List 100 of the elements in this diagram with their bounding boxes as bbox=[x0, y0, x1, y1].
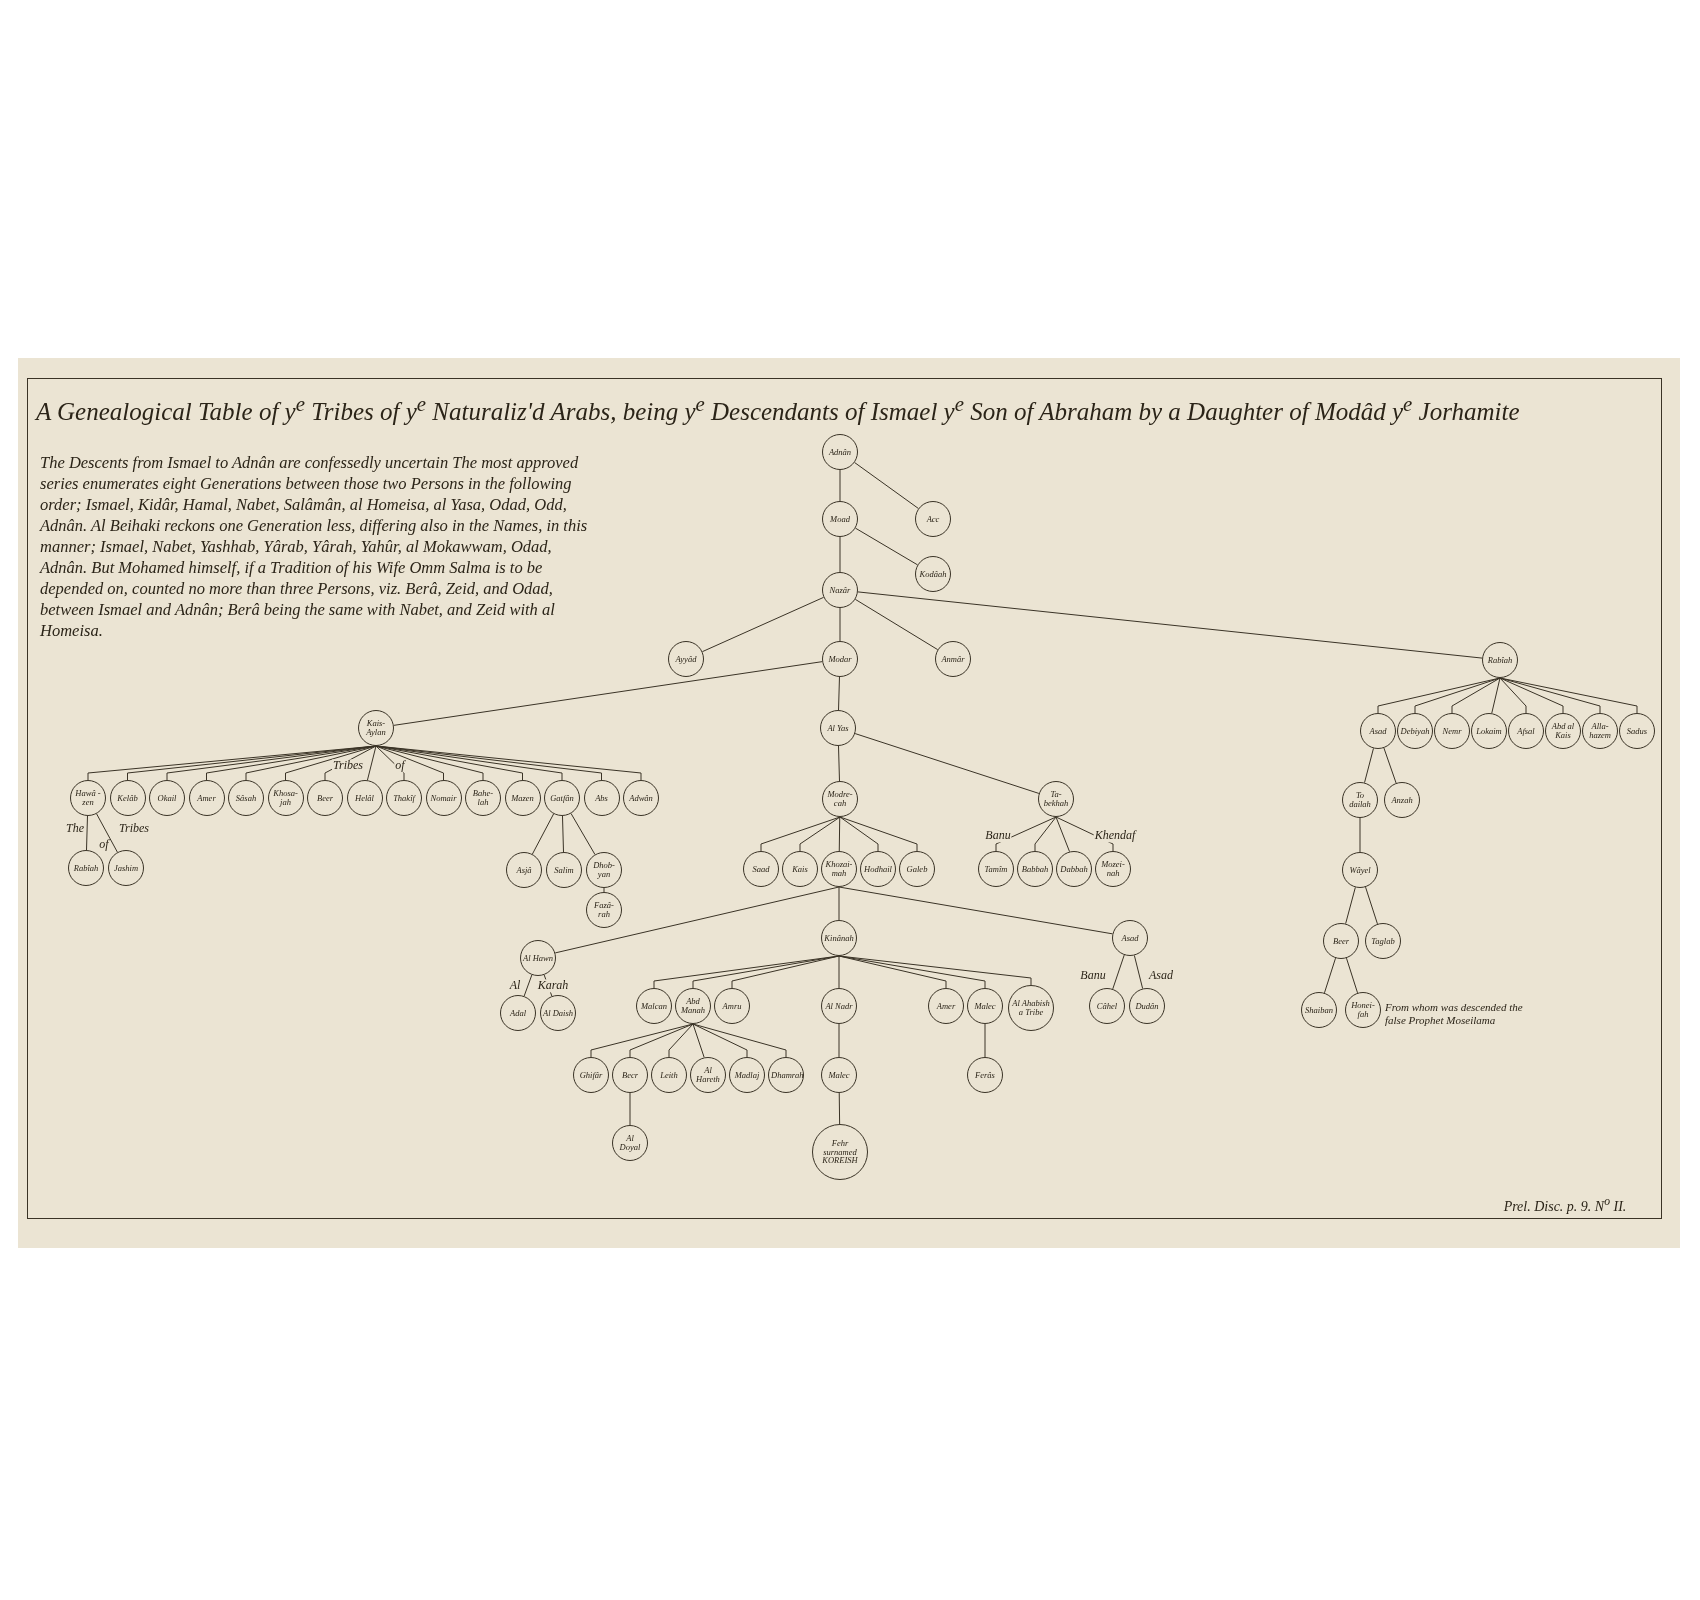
ancestor-name: Mozei- nah bbox=[1100, 860, 1126, 878]
ancestor-name: Amru bbox=[721, 1001, 743, 1011]
lineage-line bbox=[1499, 677, 1527, 714]
lineage-line bbox=[1359, 817, 1361, 853]
ancestor-name: Anzah bbox=[1390, 795, 1414, 805]
ancestor-name: Honei- fah bbox=[1350, 1001, 1376, 1019]
ancestor-name: Nemr bbox=[1441, 726, 1463, 736]
lineage-line bbox=[1499, 677, 1564, 714]
lineage-line bbox=[854, 598, 939, 651]
lineage-line bbox=[393, 661, 823, 726]
title: A Genealogical Table of y$^{e}$ Tribes of y$^{e}$ Naturaliz'd Arabs, being y$^{e}$ Descendants of Ismael y$^{e}$ Son of Abraham by a Daughter of Modâd y$^{e}$ Jorhamite bbox=[36, 392, 1521, 427]
lineage-line bbox=[701, 596, 825, 653]
tree-annotation: Karah bbox=[536, 979, 570, 993]
lineage-line bbox=[285, 745, 377, 781]
ancestor-name: Beer bbox=[1331, 936, 1350, 946]
ancestor-name: Malec bbox=[973, 1001, 997, 1011]
lineage-line bbox=[984, 1023, 986, 1058]
lineage-line bbox=[854, 462, 919, 509]
lineage-line bbox=[629, 1023, 694, 1058]
ancestor-name: Moad bbox=[829, 514, 851, 524]
ancestor-name: Ayyâd bbox=[674, 654, 698, 664]
ancestor-name: Fazâ- rah bbox=[593, 901, 615, 919]
lineage-line bbox=[799, 816, 841, 852]
ancestor-name: Al Hareth bbox=[695, 1066, 721, 1084]
ancestor-name: Al Hawn bbox=[523, 953, 553, 963]
ancestor-name: Ta- bekhah bbox=[1042, 790, 1070, 808]
ancestor-name: Lokaim bbox=[1475, 726, 1503, 736]
lineage-line bbox=[692, 1023, 705, 1058]
ancestor-name: Afsal bbox=[1516, 726, 1536, 736]
lineage-line bbox=[1364, 747, 1374, 784]
ancestor-name: Khozai- mah bbox=[824, 860, 854, 878]
ancestor-name: Anmâr bbox=[940, 654, 966, 664]
introductory-note: The Descents from Ismael to Adnân are confessedly uncertain The most approved series enumerates eight Generations between those two Persons in the following order; Ismael, Kidâr, Hamal, Nabet, Salâmân, al Homeisa, al Yasa, Odad, Odd, Adnân. Al Beihaki reckons one Generation less, differing also in the Names, in this manner; Ismael, Nabet, Yashhab, Yârab, Yârah, Yahûr, al Mokawwam, Odad, Adnân. But Mohamed himself, if a Tradition of his Wife Omm Salma is to be depended on, counted no more than three Persons, viz. Berâ, Zeid, and Odad, between Ismael and Adnân; Berâ being the same with Nabet, and Zeid with al Homeisa. bbox=[40, 452, 589, 641]
lineage-line bbox=[1034, 816, 1057, 852]
ancestor-name: Al Daish bbox=[543, 1008, 573, 1018]
tree-annotation: Banu bbox=[984, 829, 1012, 843]
ancestor-name: Rabîah bbox=[1486, 655, 1514, 665]
ancestor-name: Rabîah bbox=[72, 863, 100, 873]
ancestor-name: Helâl bbox=[354, 793, 375, 803]
ancestor-name: Babbah bbox=[1020, 864, 1050, 874]
lineage-line bbox=[854, 733, 1040, 794]
ancestor-name: Hawâ -zen bbox=[74, 789, 102, 807]
lineage-line bbox=[1133, 954, 1144, 990]
ancestor-name: Kelâb bbox=[116, 793, 139, 803]
ancestor-name: Saad bbox=[751, 864, 771, 874]
ancestor-name: Asad bbox=[1368, 726, 1388, 736]
note-text: From whom was descended the false Prophet Moseilama bbox=[1385, 1001, 1524, 1027]
lineage-line bbox=[839, 536, 841, 573]
ancestor-name: Taglab bbox=[1370, 936, 1396, 946]
ancestor-name: Ferâs bbox=[974, 1070, 996, 1080]
ancestor-name: Abs bbox=[594, 793, 609, 803]
ancestor-name: Shaiban bbox=[1304, 1005, 1334, 1015]
ancestor-name: Kodâah bbox=[918, 569, 948, 579]
ancestor-name: Thakîf bbox=[392, 793, 417, 803]
lineage-line bbox=[629, 1092, 631, 1126]
ancestor-name: Khosa- jah bbox=[272, 789, 299, 807]
lineage-line bbox=[1383, 747, 1397, 784]
lineage-line bbox=[839, 607, 841, 642]
lineage-line bbox=[570, 813, 596, 855]
ancestor-name: Malec bbox=[827, 1070, 851, 1080]
ancestor-name: Alla- hazem bbox=[1588, 722, 1612, 740]
lineage-line bbox=[554, 886, 840, 954]
ancestor-name: Nomair bbox=[429, 793, 458, 803]
lineage-line bbox=[839, 816, 879, 852]
lineage-line bbox=[838, 1092, 841, 1125]
ancestor-name: Kais- Aylan bbox=[365, 719, 387, 737]
lineage-line bbox=[760, 816, 841, 852]
ancestor-name: Dhamrah bbox=[771, 1070, 801, 1080]
lineage-line bbox=[838, 816, 841, 852]
ancestor-name: Becr bbox=[620, 1070, 639, 1080]
ancestor-name: Adnân bbox=[827, 447, 853, 457]
ancestor-name: Gatfân bbox=[549, 793, 575, 803]
lineage-line bbox=[366, 745, 377, 781]
lineage-line bbox=[838, 676, 840, 711]
ancestor-name: Mazen bbox=[510, 793, 535, 803]
ancestor-name: Galeb bbox=[905, 864, 929, 874]
ancestor-name: Bahe- lah bbox=[471, 789, 495, 807]
ancestor-name: Dudân bbox=[1134, 1001, 1160, 1011]
lineage-line bbox=[562, 815, 564, 853]
lineage-line bbox=[1345, 957, 1359, 994]
lineage-line bbox=[839, 469, 841, 502]
lineage-line bbox=[1112, 954, 1125, 990]
ancestor-name: Adal bbox=[508, 1008, 528, 1018]
lineage-line bbox=[838, 1023, 840, 1058]
ancestor-name: Malcan bbox=[640, 1001, 668, 1011]
lineage-line bbox=[838, 886, 840, 921]
ancestor-name: Amer bbox=[935, 1001, 957, 1011]
ancestor-name: Nazâr bbox=[828, 585, 852, 595]
lineage-line bbox=[857, 591, 1483, 659]
ancestor-name: Fehr surnamed KOREISH bbox=[821, 1138, 859, 1166]
tree-annotation: of bbox=[98, 838, 110, 852]
lineage-line bbox=[96, 813, 118, 853]
ancestor-name: Adwân bbox=[628, 793, 654, 803]
ancestor-name: Al Doyal bbox=[618, 1134, 642, 1152]
ancestor-name: Beer bbox=[315, 793, 334, 803]
lineage-line bbox=[603, 887, 605, 893]
ancestor-name: Al Yas bbox=[826, 723, 850, 733]
ancestor-name: Tamîm bbox=[983, 864, 1009, 874]
ancestor-name: Asad bbox=[1120, 933, 1140, 943]
tree-annotation: Tribes bbox=[332, 759, 364, 773]
